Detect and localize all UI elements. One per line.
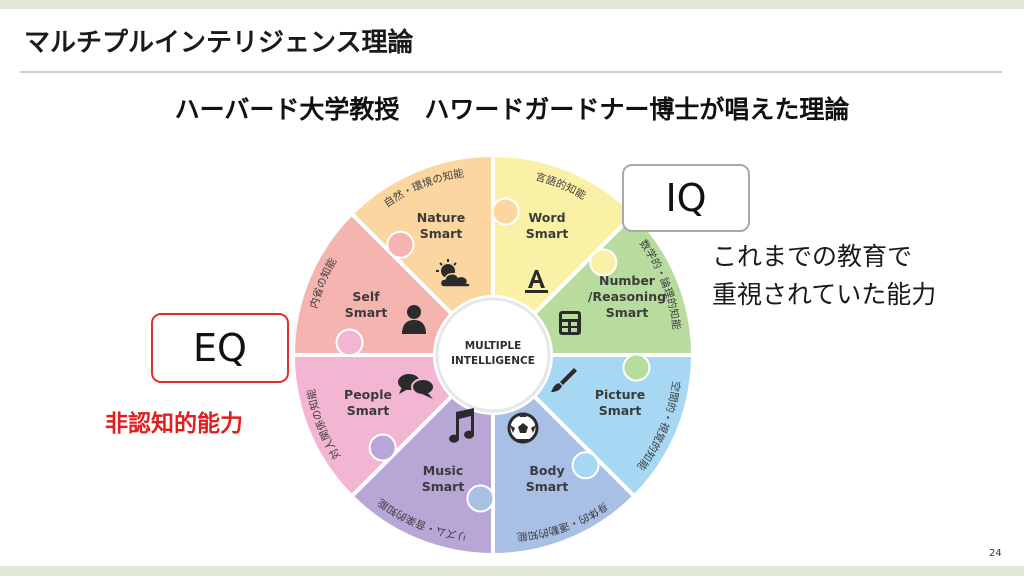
person-icon — [402, 305, 426, 334]
calculator-icon — [559, 311, 581, 335]
nature-segment — [348, 152, 495, 317]
word-puzzle-tab — [589, 248, 618, 277]
slide-subtitle: ハーバード大学教授 ハワードガードナー博士が唱えた理論 — [174, 95, 850, 124]
slide-title: マルチプルインテリジェンス理論 — [24, 28, 414, 58]
center-line-1: MULTIPLE — [465, 340, 522, 352]
word-segment — [491, 152, 638, 317]
picture-puzzle-tab — [571, 451, 600, 480]
picture-segment — [531, 353, 696, 500]
wheel-center — [435, 297, 551, 413]
sun-cloud-icon — [436, 259, 471, 288]
self-puzzle-tab — [386, 230, 415, 259]
paintbrush-icon — [551, 368, 577, 392]
number-puzzle-tab — [622, 353, 651, 382]
soccer-ball-icon — [507, 412, 539, 444]
iq-description-line-1: これまでの教育で — [712, 242, 913, 271]
top-band — [0, 0, 1024, 9]
music-note-icon — [449, 408, 475, 443]
self-segment — [290, 210, 455, 357]
nature-puzzle-tab — [491, 197, 520, 226]
body-puzzle-tab — [466, 484, 495, 513]
bottom-band — [0, 566, 1024, 576]
music-puzzle-tab — [368, 433, 397, 462]
iq-description-line-2: 重視されていた能力 — [712, 280, 937, 309]
title-divider — [20, 71, 1002, 73]
letter-a-icon — [525, 270, 548, 293]
iq-callout-box: IQ — [622, 164, 750, 232]
page-number: 24 — [989, 548, 1002, 559]
eq-description: 非認知的能力 — [105, 411, 243, 437]
center-line-2: INTELLIGENCE — [451, 355, 535, 367]
people-puzzle-tab — [335, 328, 364, 357]
iq-description: これまでの教育で 重視されていた能力 — [712, 238, 936, 314]
eq-callout-box: EQ — [151, 313, 289, 383]
speech-bubbles-icon — [398, 374, 435, 399]
